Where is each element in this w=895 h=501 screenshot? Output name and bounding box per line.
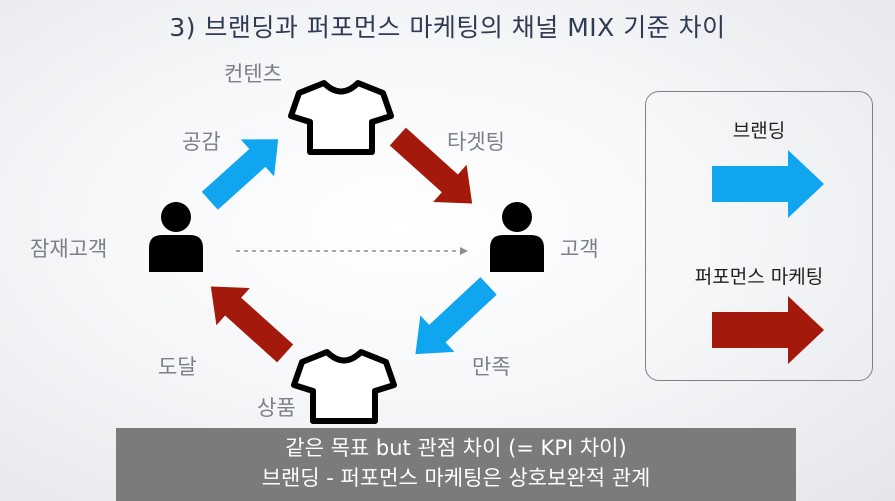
content-label: 컨텐츠 <box>224 62 282 86</box>
summary-line-2: 브랜딩 - 퍼포먼스 마케팅은 상호보완적 관계 <box>261 466 651 490</box>
legend-performance-label: 퍼포먼스 마케팅 <box>694 266 824 288</box>
product-label: 상품 <box>257 396 296 420</box>
legend-branding-label: 브랜딩 <box>732 120 786 142</box>
customer-label: 고객 <box>560 237 599 261</box>
legend-performance-arrow <box>712 296 824 364</box>
empathy-label: 공감 <box>182 130 221 154</box>
empathy-arrow <box>201 139 279 210</box>
product-shirt-icon <box>294 352 394 421</box>
reach-label: 도달 <box>158 355 197 379</box>
satisfaction-arrow <box>415 277 497 355</box>
targeting-label: 타겟팅 <box>447 130 505 154</box>
legend-box <box>645 91 873 381</box>
summary-banner: 같은 목표 but 관점 차이 (= KPI 차이) 브랜딩 - 퍼포먼스 마케… <box>116 428 796 501</box>
content-shirt-icon <box>291 83 391 152</box>
potential-customer-person-icon <box>149 202 203 272</box>
potential-customer-label: 잠재고객 <box>30 237 108 261</box>
legend-branding-arrow <box>712 150 824 218</box>
targeting-arrow <box>389 127 473 204</box>
satisfaction-label: 만족 <box>472 355 511 379</box>
dotted-connector <box>236 247 468 255</box>
customer-person-icon <box>490 202 544 272</box>
summary-line-1: 같은 목표 but 관점 차이 (= KPI 차이) <box>285 436 627 460</box>
reach-arrow <box>210 286 294 363</box>
page-title: 3) 브랜딩과 퍼포먼스 마케팅의 채널 MIX 기준 차이 <box>169 13 726 42</box>
